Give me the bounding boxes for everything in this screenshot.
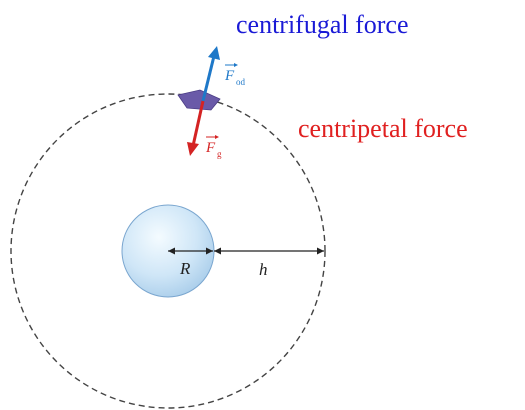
centripetal-force-caption: centripetal force	[298, 114, 468, 143]
centrifugal-force-arrow	[201, 46, 220, 102]
centrifugal-vector-overarrow-head	[234, 63, 238, 67]
centripetal-vector-symbol: F	[205, 140, 216, 156]
height-label: h	[259, 260, 268, 279]
centrifugal-vector-subscript: od	[236, 77, 246, 87]
centripetal-vector-overarrow-head	[215, 135, 219, 139]
centrifugal-force-caption: centrifugal force	[236, 10, 409, 39]
radius-dimension	[168, 247, 213, 255]
height-dimension	[214, 247, 324, 255]
orbit-path	[10, 93, 326, 409]
centripetal-vector-subscript: g	[217, 149, 222, 159]
centripetal-vector-label: F g	[205, 135, 222, 159]
centrifugal-vector-label: F od	[224, 63, 246, 87]
centrifugal-vector-symbol: F	[224, 68, 235, 84]
radius-label: R	[179, 259, 191, 278]
satellite	[177, 89, 221, 111]
centripetal-force-arrow	[187, 100, 205, 156]
